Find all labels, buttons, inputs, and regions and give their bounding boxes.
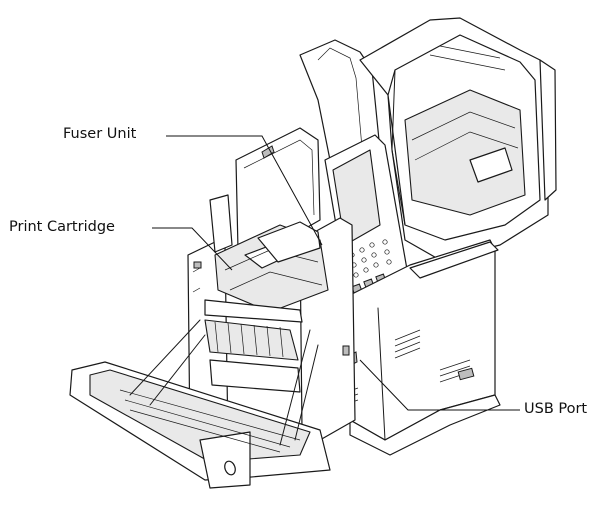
fuser-unit-label: Fuser Unit (63, 126, 137, 142)
print-cartridge-label: Print Cartridge (9, 219, 115, 235)
callout-leaders (152, 135, 520, 411)
top-cover-assembly (299, 17, 557, 261)
usb-port-label: USB Port (524, 401, 588, 417)
print-cartridge (214, 221, 329, 313)
fuser-rollers (204, 299, 303, 393)
usb-port-icon (342, 345, 350, 356)
front-door (69, 319, 331, 489)
printer-body (337, 239, 501, 456)
